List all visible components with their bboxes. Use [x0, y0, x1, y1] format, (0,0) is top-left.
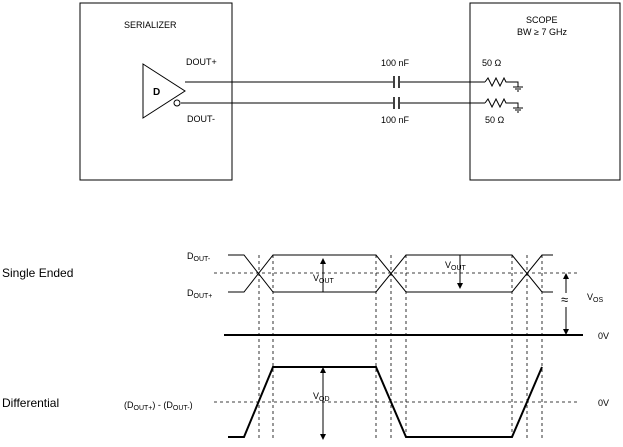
dout-plus-wave-label: DOUT+ — [187, 288, 212, 300]
vos-arrow-icon — [563, 273, 569, 335]
zero-volt-label-top: 0V — [598, 331, 609, 341]
vout-label-1: VOUT — [313, 273, 335, 285]
cap-top-label: 100 nF — [381, 58, 410, 68]
capacitor-bottom-icon — [393, 97, 400, 109]
dout-minus-wave-label: DOUT- — [187, 251, 211, 263]
res-top-label: 50 Ω — [482, 58, 502, 68]
differential-label: Differential — [2, 396, 59, 410]
ground-top-icon — [513, 86, 523, 92]
differential-expression-label: (DOUT+) - (DOUT-) — [124, 400, 193, 412]
scope-bandwidth-label: BW ≥ 7 GHz — [517, 27, 567, 37]
res-bottom-label: 50 Ω — [485, 115, 505, 125]
driver-triangle-icon — [142, 63, 186, 119]
resistor-top-icon — [484, 76, 519, 88]
driver-label: D — [153, 87, 160, 98]
timing-guides — [258, 255, 543, 440]
capacitor-top-icon — [393, 76, 400, 88]
break-symbol: ≈ — [561, 292, 568, 307]
dout-minus-high-waveform — [228, 254, 553, 293]
vod-arrow-icon — [320, 367, 326, 440]
scope-label: SCOPE — [526, 15, 558, 25]
differential-waveform — [228, 366, 543, 438]
vod-label: VOD — [313, 391, 330, 403]
scope-box — [469, 2, 621, 181]
ground-bottom-icon — [513, 107, 523, 113]
vos-label: VOS — [587, 292, 603, 304]
vout-label-2: VOUT — [445, 260, 467, 272]
dout-minus-label: DOUT- — [187, 114, 215, 124]
single-ended-label: Single Ended — [2, 266, 73, 280]
cap-bottom-label: 100 nF — [381, 115, 410, 125]
vout-arrow-1-icon — [320, 258, 326, 292]
resistor-bottom-icon — [484, 97, 519, 109]
dout-plus-label: DOUT+ — [186, 57, 217, 67]
vout-arrow-2-icon — [457, 255, 463, 289]
serializer-box — [79, 2, 233, 181]
serializer-label: SERIALIZER — [124, 20, 177, 30]
inverting-bubble-icon — [173, 99, 181, 107]
zero-volt-label-bottom: 0V — [598, 398, 609, 408]
